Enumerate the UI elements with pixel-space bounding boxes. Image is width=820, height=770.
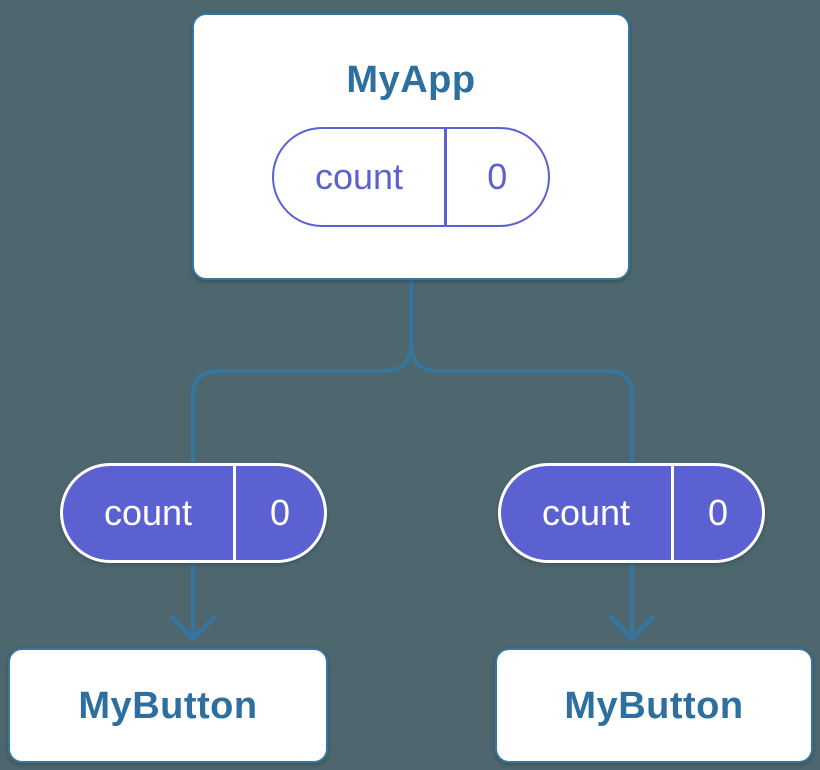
state-pill-name: count [314,156,404,197]
node-mybutton-left: MyButton [8,648,328,763]
pill-divider [233,466,236,560]
arrow-down-left-icon [169,614,217,642]
connector-right-branch [409,279,634,635]
state-pill-myapp: count 0 [272,127,550,227]
prop-pill-value: 0 [269,492,291,533]
prop-pill-name: count [103,492,193,533]
state-pill-value: 0 [487,156,508,197]
prop-pill-right: count 0 [498,463,765,563]
pill-divider [671,466,674,560]
arrow-down-right-icon [608,614,656,642]
node-myapp: MyApp count 0 [192,13,630,280]
prop-pill-value: 0 [707,492,729,533]
prop-pill-left: count 0 [60,463,327,563]
pill-divider [444,129,447,225]
node-mybutton-right: MyButton [495,648,813,763]
prop-pill-name: count [541,492,631,533]
node-mybutton-title: MyButton [564,684,744,727]
connector-left-branch [191,279,413,635]
node-mybutton-title: MyButton [78,684,258,727]
node-myapp-title: MyApp [346,59,476,101]
